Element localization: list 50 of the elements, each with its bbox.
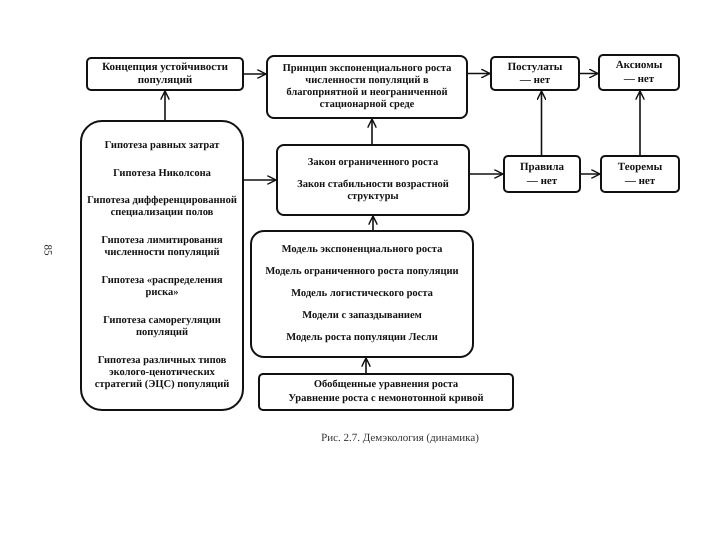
box-text: Гипотеза Николсона: [113, 168, 211, 180]
box-text: Концепция устойчивости популяций: [101, 61, 229, 87]
rounded-box: [503, 155, 581, 193]
arrow: [160, 90, 170, 120]
box-text: — нет: [624, 73, 654, 86]
arrow: [368, 215, 378, 230]
rounded-box: [266, 55, 468, 119]
box-text: Правила: [520, 160, 564, 174]
box-text: Гипотеза саморегуляции популяций: [102, 315, 222, 340]
arrow: [244, 68, 267, 80]
box-text: Принцип экспоненциального роста численности популяций в благоприятной и неограниченной стационарной среде: [282, 62, 452, 112]
box-text: Постулаты: [508, 60, 562, 74]
rounded-box: [598, 54, 680, 91]
box-text: — нет: [520, 74, 550, 86]
arrow: [470, 168, 504, 180]
box-text: Модель логистического роста: [291, 288, 433, 300]
rounded-box: [250, 230, 474, 358]
rounded-box: [600, 155, 680, 193]
rounded-box: [86, 57, 244, 91]
box-text: Аксиомы: [616, 59, 662, 72]
rounded-box: [258, 373, 514, 411]
page-number: 85: [42, 244, 54, 256]
rounded-box: [276, 144, 470, 216]
arrow: [536, 90, 547, 155]
rounded-box: [80, 120, 244, 411]
box-text: Гипотеза различных типов эколого-ценотических стратегий (ЭЦС) популяций: [94, 354, 230, 392]
box-text: — нет: [526, 174, 558, 188]
arrow: [244, 174, 277, 186]
box-text: Закон ограниченного роста: [308, 157, 438, 170]
arrow: [366, 118, 378, 144]
box-text: — нет: [624, 174, 656, 188]
box-text: Гипотеза равных затрат: [104, 140, 220, 152]
box-text: Гипотеза лимитирования численности популяций: [100, 235, 224, 260]
box-text: Гипотеза «распределения риска»: [100, 275, 224, 300]
box-text: Теоремы: [618, 160, 662, 174]
box-text: Модель ограниченного роста популяции: [265, 266, 459, 278]
arrow: [634, 90, 646, 155]
box-text: Обобщенные уравнения роста: [314, 378, 458, 392]
box-text: Закон стабильности возрастной структуры: [296, 178, 450, 203]
box-text: Модель роста популяции Лесли: [286, 332, 438, 344]
arrow: [468, 68, 491, 79]
rounded-box: [490, 56, 580, 91]
arrow: [360, 357, 372, 373]
arrow: [581, 168, 601, 180]
box-text: Модели с запаздыванием: [302, 310, 422, 322]
box-text: Гипотеза дифференцированной специализации полов: [86, 195, 238, 220]
box-text: Модель экспоненциального роста: [282, 244, 442, 256]
box-text: Уравнение роста с немонотонной кривой: [288, 392, 484, 406]
figure-caption: Рис. 2.7. Демэкология (динамика): [320, 432, 480, 444]
arrow: [580, 68, 599, 79]
